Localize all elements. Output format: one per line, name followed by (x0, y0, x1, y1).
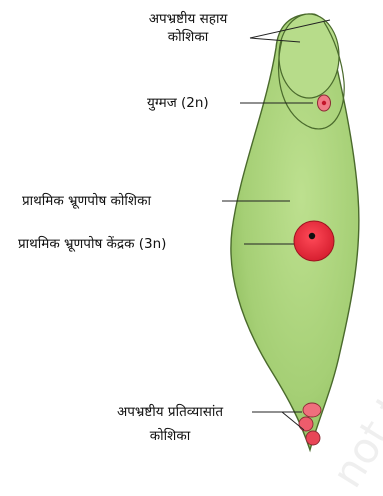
antipodal-cell-3 (306, 431, 320, 445)
synergid-label-line2: कोशिका (124, 28, 252, 46)
synergid-cell (279, 14, 339, 98)
antipodal-cell-2 (299, 417, 313, 431)
primary-endosperm-nucleus-label: प्राथमिक भ्रूणपोष केंद्रक (3n) (18, 235, 166, 253)
primary-endosperm-nucleolus (309, 233, 315, 239)
primary-endosperm-cell-label: प्राथमिक भ्रूणपोष कोशिका (22, 192, 151, 210)
zygote-label: युग्मज (2n) (147, 94, 209, 112)
synergid-label-line1: अपभ्रष्टीय सहाय (124, 10, 252, 28)
antipodal-label-line1: अपभ्रष्टीय प्रतिव्यासांत (86, 403, 254, 421)
zygote-nucleus (322, 101, 326, 105)
antipodal-label-line2: कोशिका (86, 427, 254, 445)
primary-endosperm-nucleus (294, 221, 334, 261)
antipodal-cell-1 (303, 403, 321, 417)
antipodal-label: अपभ्रष्टीय प्रतिव्यासांत कोशिका (86, 403, 254, 445)
synergid-label: अपभ्रष्टीय सहाय कोशिका (124, 10, 252, 46)
